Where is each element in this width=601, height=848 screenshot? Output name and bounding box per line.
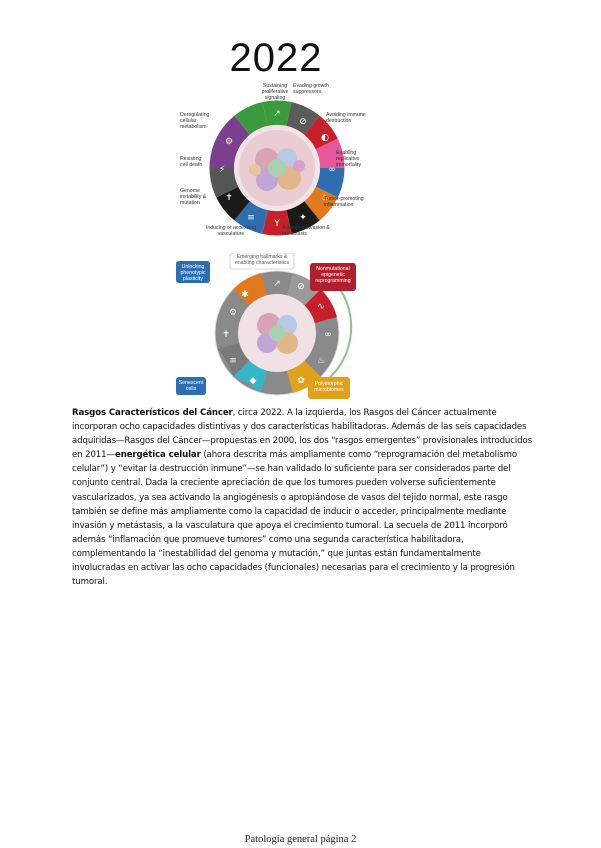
- hallmarks-wheel: ↗ ⊘ ◐ ∞ ♨ ✦ Y ≡ ✝ ⚡ ⚙ Sustaining prolife…: [176, 86, 386, 256]
- label-senescent: Senescent cells: [178, 380, 204, 392]
- suppressor2-icon: ⊘: [297, 282, 305, 292]
- label-nonmutational: Nonmutational epigenetic reprogramming: [312, 266, 354, 284]
- figure-caption: Rasgos Característicos del Cáncer, circa…: [72, 406, 532, 589]
- death2-icon: ✝: [222, 330, 230, 340]
- plasticity-icon: ✱: [241, 290, 249, 300]
- page-footer: Patologia general página 2: [0, 834, 601, 845]
- label-deregulating: Deregulating cellular metabolism: [180, 112, 218, 130]
- metastasis-icon: ✦: [299, 213, 307, 223]
- epigenetic-icon: ∿: [317, 302, 325, 312]
- label-polymorphic: Polymorphic microbiomes: [310, 381, 348, 393]
- metabolism2-icon: ⚙: [229, 308, 237, 318]
- immortality-icon: ∞: [328, 165, 336, 175]
- genome-icon: ≡: [247, 213, 255, 223]
- microbiome-icon: ✿: [297, 376, 305, 386]
- cell-death-icon: ✝: [225, 193, 233, 203]
- emerging-hallmarks-wheel: ✱ ↗ ⊘ ∿ ∞ ♨ ✿ ◆ ≡ ✝ ⚙ Emerging hallmarks…: [176, 253, 386, 405]
- suppressor-icon: ⊘: [299, 117, 307, 127]
- label-sustaining: Sustaining proliferative signaling: [252, 83, 298, 101]
- caption-text-2: (ahora descrita más ampliamente como “re…: [72, 450, 517, 587]
- figure-year: 2022: [176, 36, 376, 81]
- label-activating: Activating invasion & metastasis: [282, 225, 330, 237]
- label-avoiding: Avoiding immune destruction: [326, 112, 366, 124]
- angiogenesis-icon: Y: [273, 219, 280, 229]
- caption-title: Rasgos Característicos del Cáncer: [72, 408, 233, 418]
- label-genome: Genome instability & mutation: [180, 188, 216, 206]
- genome2-icon: ≡: [229, 356, 237, 366]
- proliferation-icon: ↗: [273, 109, 281, 119]
- senescent-icon: ◆: [250, 376, 257, 386]
- signal-icon: ↗: [273, 279, 281, 289]
- label-evading: Evading growth suppressors: [293, 83, 339, 95]
- immune-icon: ◐: [321, 133, 329, 143]
- label-emerging-header: Emerging hallmarks & enabling characteri…: [232, 254, 292, 266]
- cell-death2-icon: ⚡: [219, 165, 225, 175]
- immortality2-icon: ∞: [324, 330, 332, 340]
- label-enabling: Enabling replicative immortality: [336, 150, 376, 168]
- inflammation2-icon: ♨: [317, 356, 325, 366]
- label-tumor-promoting: Tumor-promoting inflammation: [324, 196, 372, 208]
- hallmarks-figure: 2022: [176, 28, 386, 408]
- caption-bold-term: energética celular: [115, 450, 201, 460]
- label-resisting: Resisting cell death: [180, 156, 210, 168]
- metabolism-icon: ⚙: [225, 137, 233, 147]
- label-inducing: Inducing or accessing vasculature: [202, 225, 260, 237]
- label-unlocking: Unlocking phenotypic plasticity: [178, 264, 208, 282]
